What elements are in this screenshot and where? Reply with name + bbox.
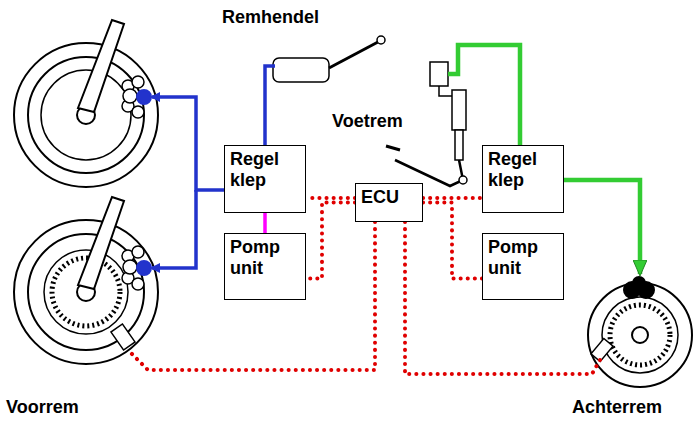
- part-label: Remhendel: [220, 6, 321, 28]
- box-label: Pomp unit: [230, 237, 300, 279]
- process-box: Regel klep: [224, 145, 306, 213]
- box-label: ECU: [361, 187, 417, 208]
- rear-wheel: [588, 277, 692, 387]
- part-label: Achterrem: [570, 396, 664, 418]
- process-box: Pomp unit: [224, 233, 306, 300]
- connector-line: [423, 196, 482, 200]
- connector-line: [263, 213, 267, 233]
- part-label: Voorrem: [4, 396, 81, 418]
- part-label: Voetrem: [330, 110, 405, 132]
- sensor-wires: [130, 222, 600, 374]
- box-label: Regel klep: [230, 149, 300, 191]
- process-box: ECU: [355, 183, 423, 222]
- process-box: Regel klep: [482, 145, 564, 213]
- hand-brake-lever: [273, 36, 385, 82]
- connector-line: [306, 196, 355, 200]
- connector-line: [306, 203, 355, 279]
- front-wheel-upper: [14, 20, 158, 187]
- connector-line: [423, 203, 482, 279]
- box-label: Regel klep: [488, 149, 558, 191]
- box-label: Pomp unit: [488, 237, 558, 279]
- process-box: Pomp unit: [482, 233, 564, 300]
- front-wheel-lower: [14, 197, 158, 364]
